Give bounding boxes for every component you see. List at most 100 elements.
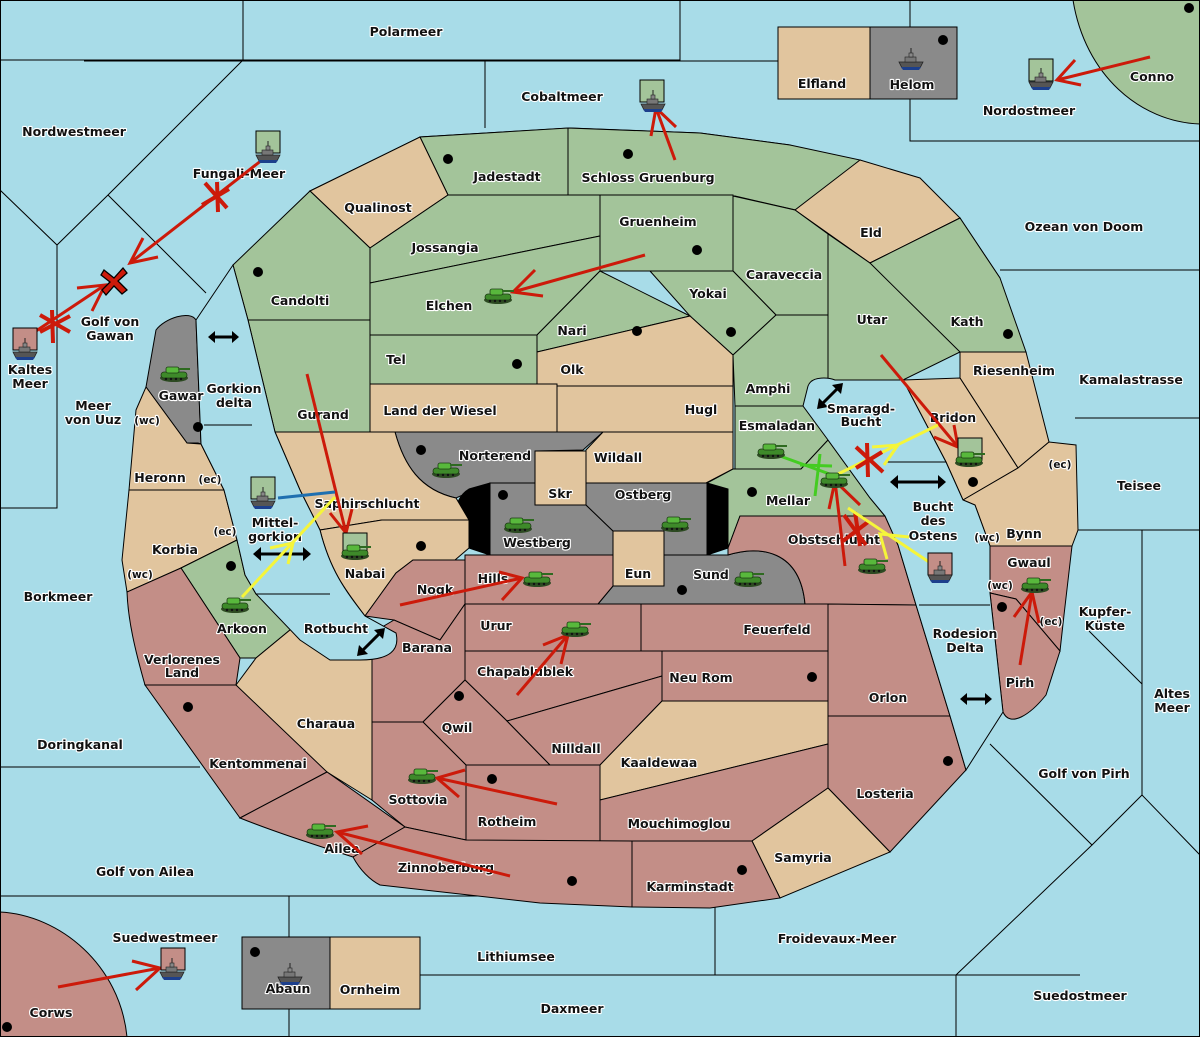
- region-label-rotbucht: Rotbucht: [304, 621, 368, 636]
- region-label-kamalastrasse: Kamalastrasse: [1079, 372, 1183, 387]
- region-label-rotheim: Rotheim: [478, 814, 537, 829]
- region-karminstadt[interactable]: [631, 840, 781, 909]
- region-label-ozean: Ozean von Doom: [1025, 219, 1144, 234]
- region-label-karminstadt: Karminstadt: [646, 879, 733, 894]
- region-label-mittel2: gorkion: [248, 529, 302, 544]
- region-label-eun: Eun: [625, 566, 651, 581]
- double-arrow-icon: [817, 383, 843, 409]
- region-label-gawar: Gawar: [159, 388, 205, 403]
- region-kath[interactable]: [869, 217, 1027, 353]
- region-skr[interactable]: [534, 450, 587, 506]
- supply-center-icon: [623, 149, 633, 159]
- failed-marker-icon: [841, 511, 870, 547]
- region-label-altes2: Meer: [1154, 700, 1190, 715]
- region-gruenheim[interactable]: [599, 194, 734, 272]
- move-arrow: [333, 824, 369, 856]
- region-label-candolti: Candolti: [271, 293, 330, 308]
- coast-label: (wc): [134, 415, 160, 427]
- region-label-mittel1: Mittel-: [252, 515, 299, 530]
- supply-center-icon: [226, 561, 236, 571]
- region-label-orlon: Orlon: [869, 690, 908, 705]
- supply-center-icon: [567, 876, 577, 886]
- region-label-ailea_golf: Golf von Ailea: [96, 864, 194, 879]
- supply-center-icon: [726, 327, 736, 337]
- supply-center-icon: [512, 359, 522, 369]
- supply-center-icon: [677, 585, 687, 595]
- region-label-charaua: Charaua: [297, 716, 355, 731]
- region-label-feuerfeld: Feuerfeld: [743, 622, 810, 637]
- supply-center-icon: [454, 691, 464, 701]
- region-eun[interactable]: [612, 530, 665, 587]
- region-zinnoberburg[interactable]: [352, 826, 633, 908]
- region-label-smaragd2: Bucht: [841, 414, 882, 429]
- region-label-uuz1: Meer: [75, 398, 111, 413]
- region-label-bucht2: des: [921, 513, 946, 528]
- move-arrow: [1054, 58, 1082, 87]
- supply-center-icon: [997, 602, 1007, 612]
- region-label-pirh: Pirh: [1006, 675, 1035, 690]
- region-pirh[interactable]: [989, 592, 1061, 720]
- region-label-fungali: Fungali-Meer: [193, 166, 286, 181]
- region-label-barana: Barana: [402, 640, 452, 655]
- region-label-yokai: Yokai: [688, 286, 727, 301]
- units: [12, 47, 1054, 986]
- region-label-kupfer1: Kupfer-: [1079, 604, 1132, 619]
- region-corws[interactable]: [0, 911, 128, 1037]
- region-rotheim[interactable]: [465, 764, 601, 842]
- move-arrow: [131, 959, 164, 992]
- region-label-elchen: Elchen: [426, 298, 473, 313]
- region-label-hugl: Hugl: [685, 402, 718, 417]
- region-label-rodesion2: Delta: [946, 640, 984, 655]
- region-ornheim[interactable]: [329, 936, 421, 1010]
- region-label-gorkion2: delta: [216, 395, 252, 410]
- region-verlorenes-land[interactable]: [126, 567, 241, 686]
- double-arrow-icon: [890, 475, 946, 489]
- region-label-tel: Tel: [386, 352, 406, 367]
- coast-label: (wc): [987, 580, 1013, 592]
- region-label-polarmeer: Polarmeer: [370, 24, 444, 39]
- region-label-caraveccia: Caraveccia: [746, 267, 822, 282]
- move-arrow: [498, 570, 525, 602]
- region-label-verlorenes2: Land: [165, 665, 199, 680]
- region-label-nordostmeer: Nordostmeer: [983, 103, 1076, 118]
- region-label-ornheim: Ornheim: [340, 982, 400, 997]
- supply-center-icon: [1003, 329, 1013, 339]
- move-arrow: [879, 354, 960, 448]
- coast-label: (wc): [127, 569, 153, 581]
- region-olk[interactable]: [536, 315, 734, 387]
- double-arrow-icon: [208, 331, 239, 343]
- region-label-doringkanal: Doringkanal: [37, 737, 123, 752]
- supply-center-icon: [968, 477, 978, 487]
- supply-center-icon: [2, 1022, 12, 1032]
- region-label-schloss: Schloss Gruenburg: [581, 170, 714, 185]
- region-label-jadestadt: Jadestadt: [472, 169, 540, 184]
- region-label-suedostmeer: Suedostmeer: [1033, 988, 1127, 1003]
- region-label-neurom: Neu Rom: [669, 670, 732, 685]
- region-elfland[interactable]: [777, 26, 871, 100]
- region-label-teisee: Teisee: [1117, 478, 1161, 493]
- region-label-jossangia: Jossangia: [410, 240, 478, 255]
- region-label-utar: Utar: [857, 312, 889, 327]
- region-label-samyria: Samyria: [774, 850, 832, 865]
- region-label-landwiesel: Land der Wiesel: [383, 403, 496, 418]
- move-arrow: [433, 768, 466, 799]
- region-label-bridon: Bridon: [930, 410, 976, 425]
- region-label-nari: Nari: [557, 323, 586, 338]
- region-label-cobaltmeer: Cobaltmeer: [521, 89, 603, 104]
- move-arrow: [515, 634, 570, 696]
- dislodged-marker-icon: [100, 266, 128, 297]
- move-arrow: [336, 830, 511, 878]
- region-label-nordwestmeer: Nordwestmeer: [22, 124, 127, 139]
- bidirectional-arrows: [208, 331, 992, 705]
- region-label-elfland: Elfland: [798, 76, 846, 91]
- region-label-suedwestmeer: Suedwestmeer: [113, 930, 219, 945]
- coast-label: (ec): [1049, 459, 1072, 471]
- region-label-kaaldewaa: Kaaldewaa: [621, 755, 698, 770]
- region-conno[interactable]: [1072, 0, 1200, 125]
- coast-label: (wc): [974, 532, 1000, 544]
- failed-marker-icon: [200, 181, 231, 213]
- region-label-nilldall: Nilldall: [551, 741, 600, 756]
- supply-center-icon: [632, 326, 642, 336]
- supply-center-icon: [692, 245, 702, 255]
